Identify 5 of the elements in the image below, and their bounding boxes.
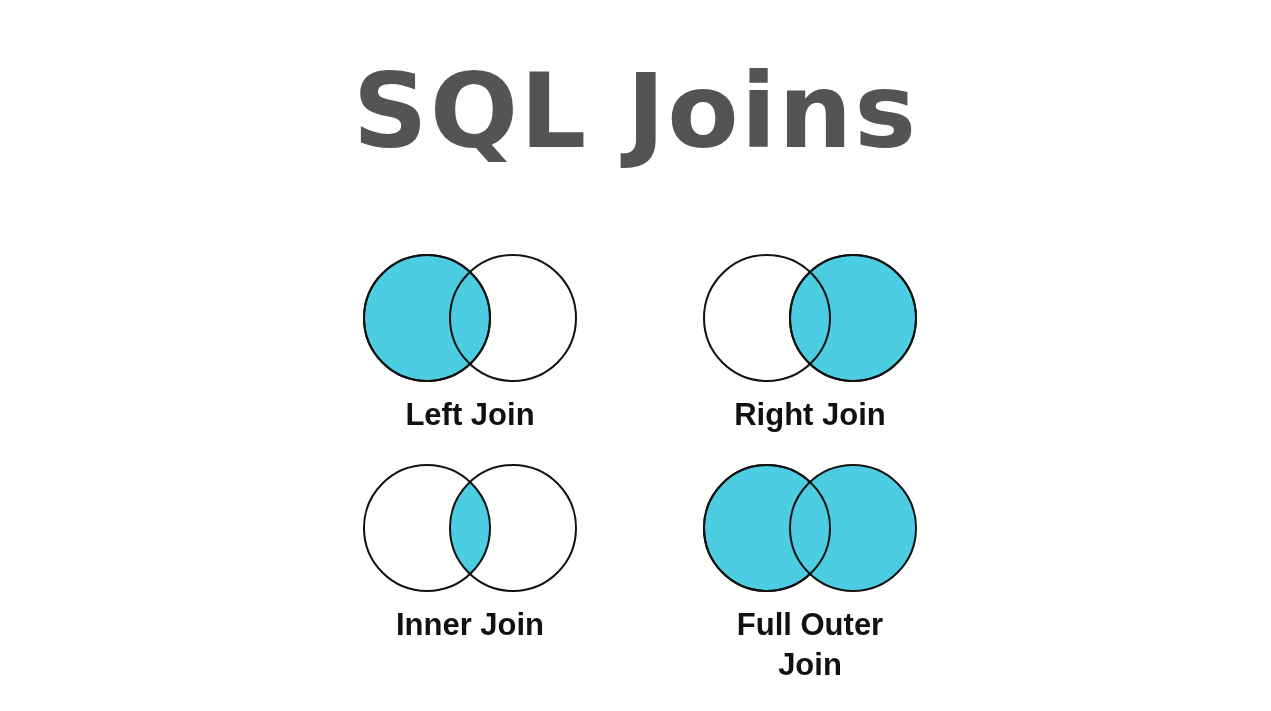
join-label: Full Outer Join	[735, 606, 885, 684]
join-label: Right Join	[733, 396, 887, 434]
title: SQL Joins	[351, 50, 920, 172]
join-label: Left Join	[404, 396, 536, 434]
join-label: Inner Join	[394, 606, 546, 644]
